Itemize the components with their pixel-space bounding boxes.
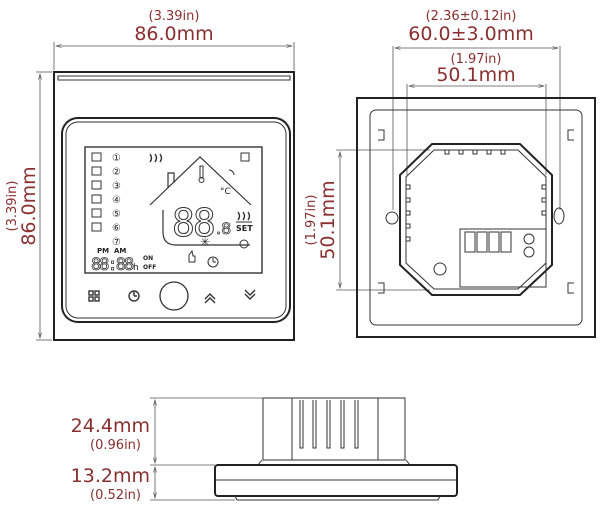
glass-edge (234, 495, 441, 501)
heating-icon (237, 211, 251, 221)
home-icon (91, 152, 102, 162)
lcd-screen (84, 146, 263, 274)
front-height-mm: 86.0mm (18, 166, 40, 245)
snowflake-icon: ✳ (200, 235, 210, 249)
temperature-digits: 88 (172, 201, 214, 245)
temperature-decimal: .8 (216, 219, 231, 238)
clock-icon (128, 290, 140, 302)
set-label: SET (236, 224, 253, 233)
wifi-icon (228, 169, 235, 176)
clock-hands (212, 258, 216, 263)
front-view: (3.39in) 86.0mm (3.39in) 86.0mm ① (5, 9, 295, 341)
sleep-icon (91, 222, 102, 232)
down-button[interactable] (244, 289, 256, 300)
program-3: ③ (112, 181, 121, 192)
menu-icon-part (94, 290, 100, 296)
schedule-clock-icon (207, 256, 219, 268)
bezel-inner (65, 121, 287, 319)
heat-wave-icon (149, 153, 163, 163)
terminal (500, 231, 512, 253)
front-panel-side (214, 464, 458, 497)
front-width-in: (3.39in) (149, 9, 200, 24)
off-label: OFF (143, 264, 156, 271)
up-button[interactable] (204, 293, 216, 304)
clock-button[interactable] (128, 290, 140, 302)
program-2: ② (112, 167, 121, 178)
program-4: ④ (112, 195, 121, 206)
menu-icon (88, 290, 94, 296)
thermometer-icon (199, 165, 204, 179)
menu-icon-part (88, 296, 94, 302)
menu-button[interactable] (88, 290, 100, 302)
back-depth-mm: 24.4mm (71, 415, 150, 437)
program-5: ⑤ (112, 209, 121, 220)
terminal-block (459, 228, 547, 288)
outer-spacing-in: (2.36±0.12in) (426, 9, 517, 24)
program-6: ⑥ (112, 223, 121, 234)
hand-manual-icon (188, 249, 196, 263)
clock-digits: 88:88 (91, 255, 134, 275)
thermometer-bulb (198, 177, 205, 183)
side-view: 24.4mm (0.96in) 13.2mm (0.52in) (71, 397, 458, 503)
frame-edge (57, 75, 291, 81)
pm-label: PM (97, 247, 109, 255)
back-plate-inner (369, 109, 583, 326)
terminal-pins (299, 400, 359, 449)
on-label: ON (143, 255, 153, 262)
front-frame (53, 71, 295, 341)
wall-box-housing (399, 143, 553, 296)
program-1: ① (112, 153, 121, 164)
am-label: AM (114, 247, 126, 255)
house-outline (149, 156, 252, 206)
side-tabs (406, 184, 546, 242)
clock-icon-hands (133, 292, 137, 297)
power-button[interactable] (159, 281, 189, 311)
terminal (464, 231, 476, 253)
front-height-in: (3.39in) (5, 181, 20, 232)
terminal-screw (523, 246, 535, 258)
leave-icon (91, 194, 102, 204)
house-floor-line (162, 210, 250, 246)
program-7: ⑦ (112, 237, 121, 248)
rear-housing (262, 397, 406, 461)
housing-inner (405, 149, 547, 290)
terminal (476, 231, 488, 253)
outer-spacing-mm: 60.0±3.0mm (408, 23, 533, 45)
inner-width-in: (1.97in) (451, 52, 502, 67)
screw-slot-left (385, 211, 399, 225)
front-width-mm: 86.0mm (134, 23, 213, 45)
inner-height-mm: 50.1mm (317, 180, 339, 259)
hour-unit: h (133, 263, 139, 273)
front-depth-in: (0.52in) (90, 488, 141, 503)
back-depth-in: (0.96in) (90, 438, 141, 453)
program-icons (91, 152, 102, 232)
return-icon (91, 208, 102, 218)
inner-width-mm: 50.1mm (436, 64, 515, 86)
menu-icon-part (94, 296, 100, 302)
glass-bezel (61, 117, 291, 323)
screw-slot-right (553, 207, 565, 225)
sensor-hole (433, 262, 447, 276)
back-view: (2.36±0.12in) 60.0±3.0mm (1.97in) 50.1mm… (304, 9, 596, 338)
inner-height-in: (1.97in) (304, 195, 319, 246)
celsius-unit: °C (220, 187, 231, 197)
mounting-clips (378, 129, 574, 294)
leave-icon (91, 166, 102, 176)
vent-tabs (444, 150, 506, 155)
return-icon (91, 180, 102, 190)
terminal (488, 231, 500, 253)
terminal-screw (523, 233, 535, 245)
auto-mode-icon (239, 239, 249, 249)
lock-icon (240, 152, 250, 162)
front-depth-mm: 13.2mm (71, 465, 150, 487)
lcd-content: ① ② ③ ④ ⑤ ⑥ ⑦ °C 88 .8 SET ✳ (91, 152, 253, 275)
back-plate (356, 97, 596, 338)
